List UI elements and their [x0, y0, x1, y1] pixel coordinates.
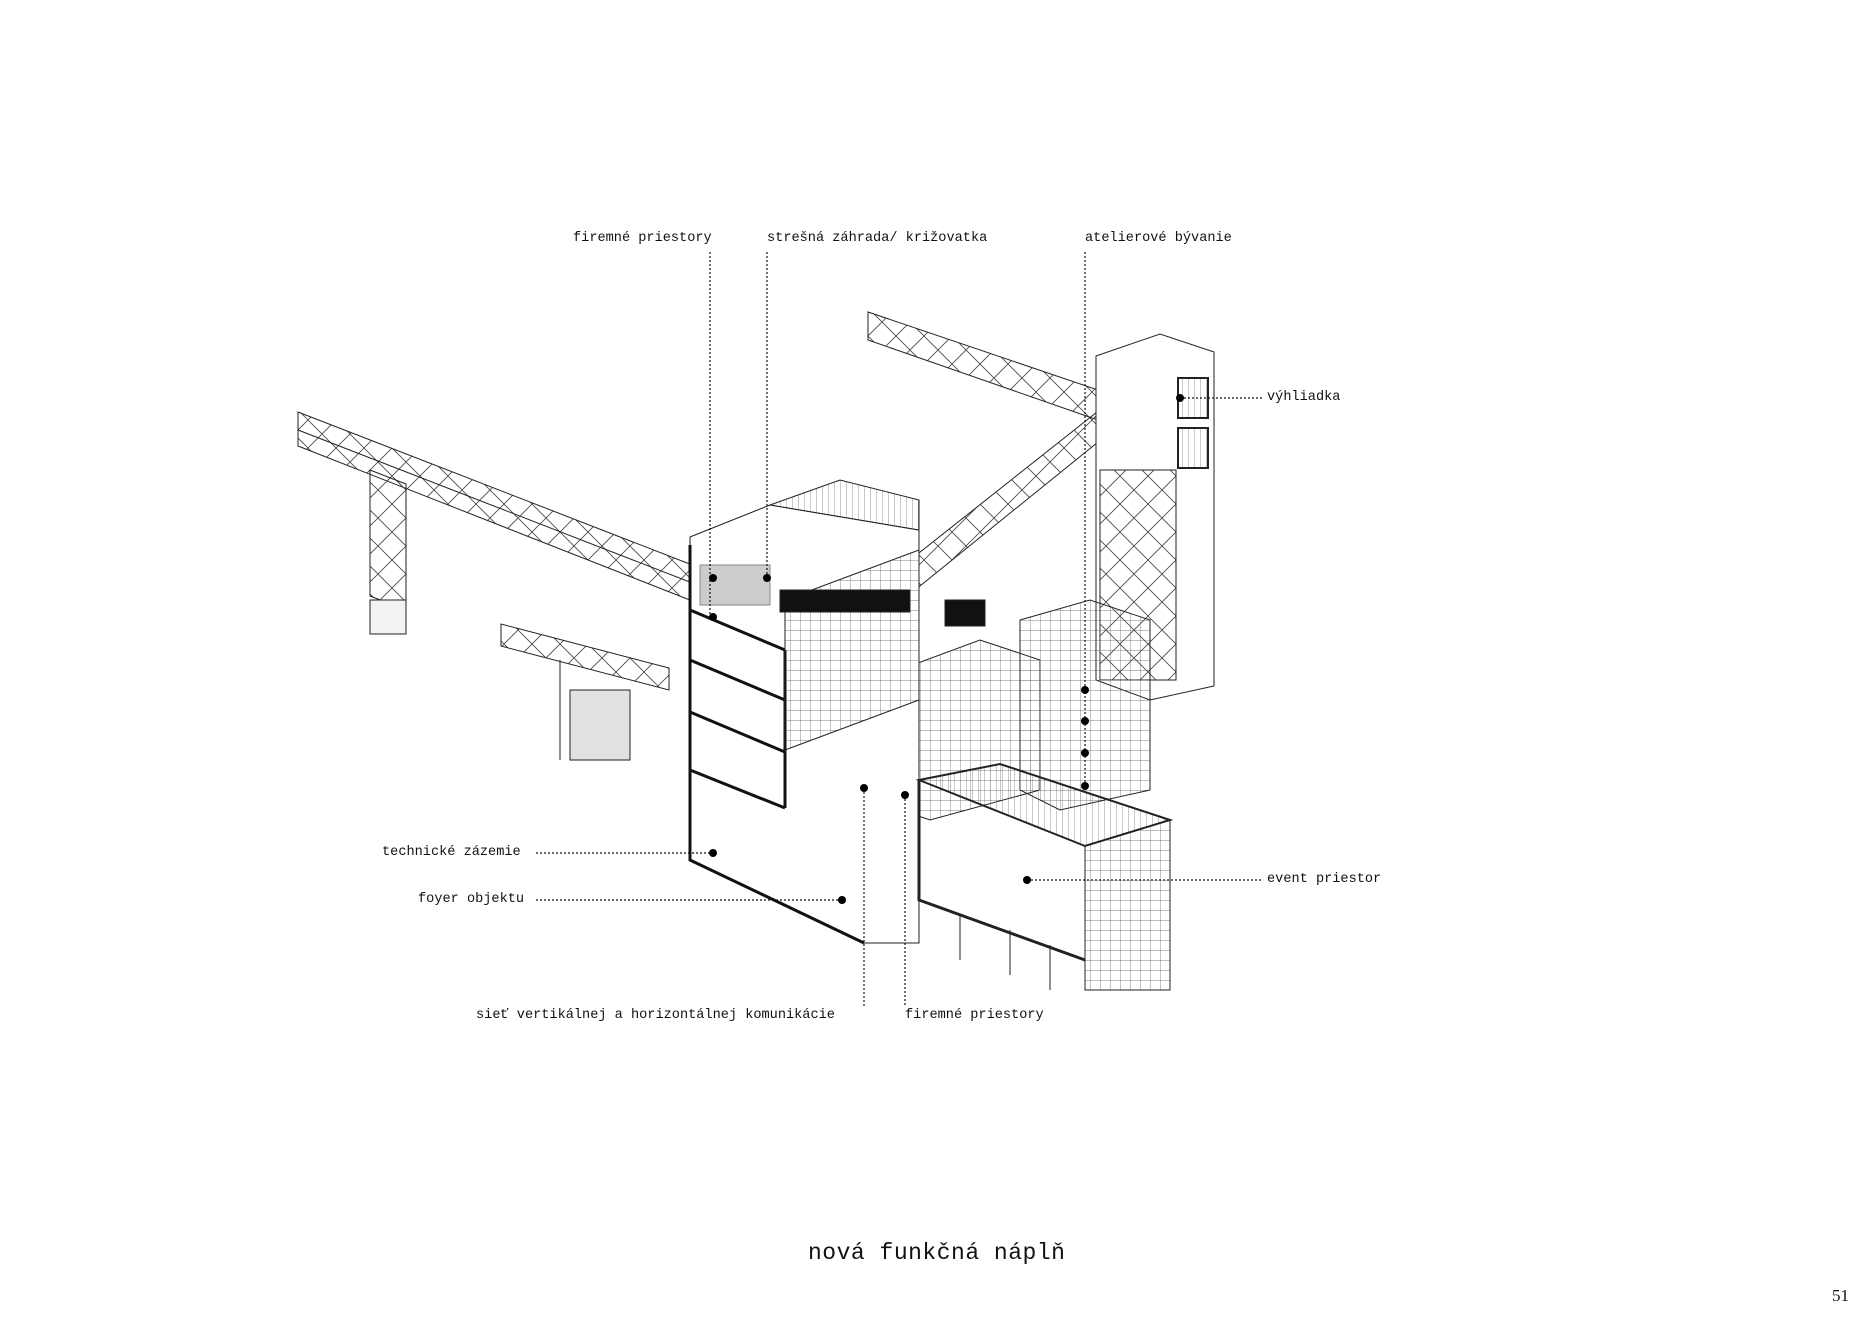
label-technical-facilities: technické zázemie — [382, 845, 521, 860]
label-foyer: foyer objektu — [418, 892, 525, 907]
leader-dots — [709, 394, 1184, 904]
short-left-conveyor — [500, 623, 670, 761]
label-event-space: event priestor — [1267, 872, 1382, 887]
label-circulation-network: sieť vertikálnej a horizontálnej komunik… — [476, 1008, 835, 1023]
label-roof-garden: strešná záhrada/ križovatka — [767, 231, 988, 246]
event-shed — [915, 762, 1174, 991]
left-conveyor — [297, 411, 701, 635]
label-company-spaces-top: firemné priestory — [573, 231, 712, 246]
page-title: nová funkčná náplň — [808, 1240, 1066, 1266]
label-studio-housing: atelierové bývanie — [1085, 231, 1232, 246]
main-section-block — [688, 479, 920, 945]
lookout-tower — [1095, 333, 1215, 701]
leader-lines — [536, 252, 1262, 1006]
page-number: 51 — [1832, 1286, 1849, 1305]
label-lookout: výhliadka — [1267, 390, 1341, 405]
label-company-spaces-bottom: firemné priestory — [905, 1008, 1044, 1023]
